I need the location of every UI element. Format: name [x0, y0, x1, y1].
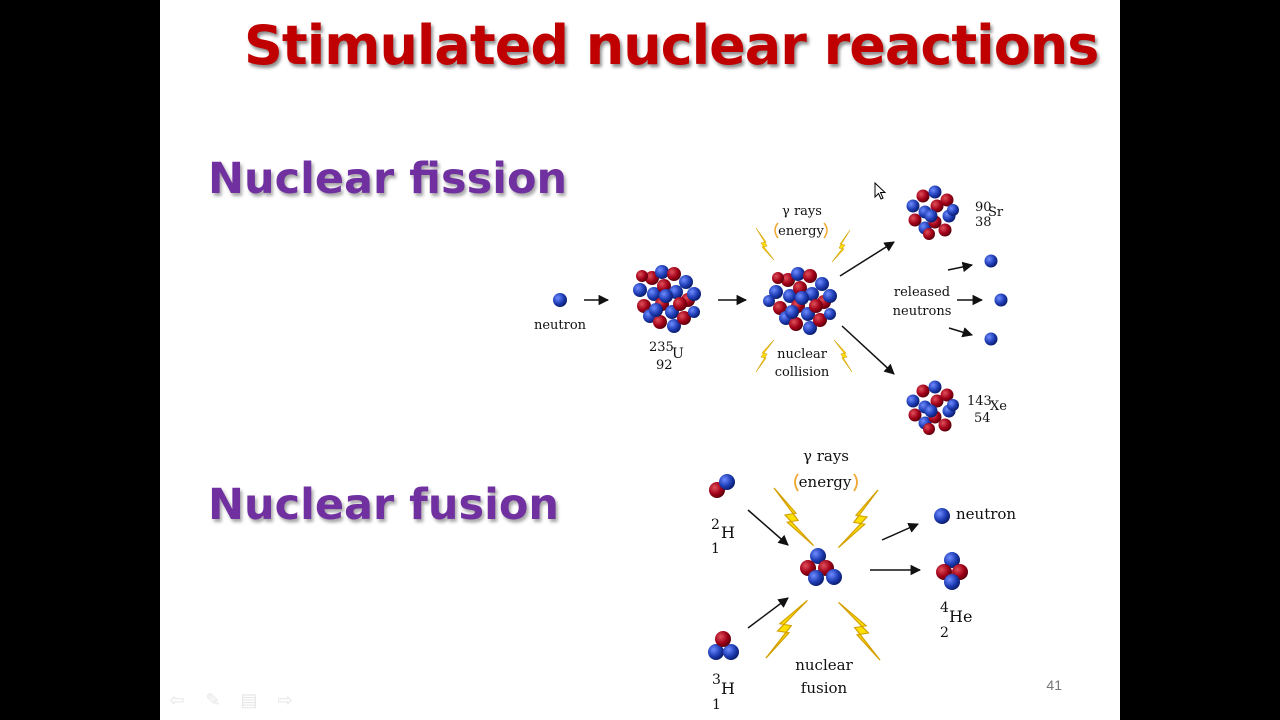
arrow — [841, 325, 895, 375]
lightning-icon — [837, 489, 879, 549]
helium-neutron — [944, 574, 960, 590]
strontium-nucleus — [906, 185, 959, 240]
gamma-rays-label: γ rays — [782, 204, 822, 219]
pen-icon[interactable]: ✎ — [205, 690, 221, 710]
fused-particle — [810, 548, 826, 564]
energy-bracket — [853, 473, 858, 492]
split-nucleus — [769, 267, 837, 335]
released-neutron — [984, 332, 998, 346]
h3-mass: 3 — [712, 672, 721, 688]
tritium-proton — [715, 631, 731, 647]
energy-bracket — [774, 222, 779, 239]
h3-atomic: 1 — [712, 697, 721, 713]
fission-diagram: neutron 235 U 92 γ rays energy nuclear c… — [534, 185, 1008, 435]
lightning-icon — [755, 227, 775, 261]
h2-symbol: H — [721, 523, 735, 542]
fusion-label: fusion — [801, 679, 848, 697]
collision-label: collision — [775, 365, 830, 380]
arrow — [747, 597, 789, 629]
energy-label: energy — [799, 473, 852, 491]
tritium-neutron — [708, 644, 724, 660]
u235-symbol: U — [672, 346, 684, 362]
neutron-label: neutron — [534, 318, 587, 333]
arrow — [881, 523, 919, 541]
energy-bracket — [794, 473, 799, 492]
released-neutron — [984, 254, 998, 268]
sr-mass: 90 — [975, 200, 992, 215]
he-symbol: He — [949, 607, 972, 626]
xe-symbol: Xe — [990, 399, 1007, 414]
sr-symbol: Sr — [988, 205, 1004, 220]
fusion-heading: Nuclear fusion — [208, 480, 559, 530]
nuclear-label: nuclear — [795, 656, 853, 674]
arrow — [839, 241, 895, 277]
u235-atomic: 92 — [656, 358, 673, 373]
xe-mass: 143 — [967, 394, 992, 409]
incoming-neutron — [553, 293, 567, 307]
slide-title: Stimulated nuclear reactions — [244, 14, 1099, 77]
neutron-label: neutron — [956, 505, 1016, 523]
energy-label: energy — [778, 224, 824, 239]
tritium-neutron — [723, 644, 739, 660]
neutrons-label: neutrons — [893, 304, 952, 319]
nuclear-label: nuclear — [777, 347, 828, 362]
gamma-rays-label: γ rays — [803, 447, 849, 465]
helium-neutron — [944, 552, 960, 568]
sr-atomic: 38 — [975, 215, 992, 230]
arrow-left-icon[interactable]: ⇦ — [169, 690, 185, 710]
slide-number: 41 — [1046, 677, 1062, 693]
u235-mass: 235 — [649, 340, 674, 355]
released-label: released — [894, 285, 950, 300]
xenon-nucleus — [906, 380, 959, 435]
fission-heading: Nuclear fission — [208, 154, 568, 204]
he-atomic: 2 — [940, 625, 949, 641]
he-mass: 4 — [940, 600, 949, 616]
lightning-icon — [755, 339, 775, 373]
neutron-particle — [763, 295, 775, 307]
fused-particle — [826, 569, 842, 585]
deuterium-neutron — [719, 474, 735, 490]
arrow — [947, 261, 974, 273]
uranium-nucleus — [633, 265, 701, 333]
fused-particle — [808, 570, 824, 586]
lightning-icon — [837, 601, 881, 661]
lightning-icon — [831, 229, 851, 263]
energy-bracket — [823, 222, 828, 239]
slide: Stimulated nuclear reactions Nuclear fis… — [160, 0, 1120, 720]
arrow-right-icon[interactable]: ⇨ — [277, 690, 293, 710]
h2-atomic: 1 — [711, 541, 720, 557]
fusion-diagram: γ rays energy 2 H 1 3 H 1 — [708, 447, 1016, 713]
arrow — [948, 327, 974, 338]
arrow — [747, 509, 789, 546]
h2-mass: 2 — [711, 517, 720, 533]
reaction-diagrams: neutron 235 U 92 γ rays energy nuclear c… — [534, 185, 1016, 713]
h3-symbol: H — [721, 679, 735, 698]
slideshow-controls: ⇦ ✎ ▤ ⇨ — [166, 690, 296, 710]
released-neutron — [994, 293, 1008, 307]
mouse-cursor-icon — [874, 182, 887, 200]
xe-atomic: 54 — [974, 411, 991, 426]
menu-icon[interactable]: ▤ — [240, 690, 258, 710]
lightning-icon — [833, 339, 853, 373]
emitted-neutron — [934, 508, 950, 524]
